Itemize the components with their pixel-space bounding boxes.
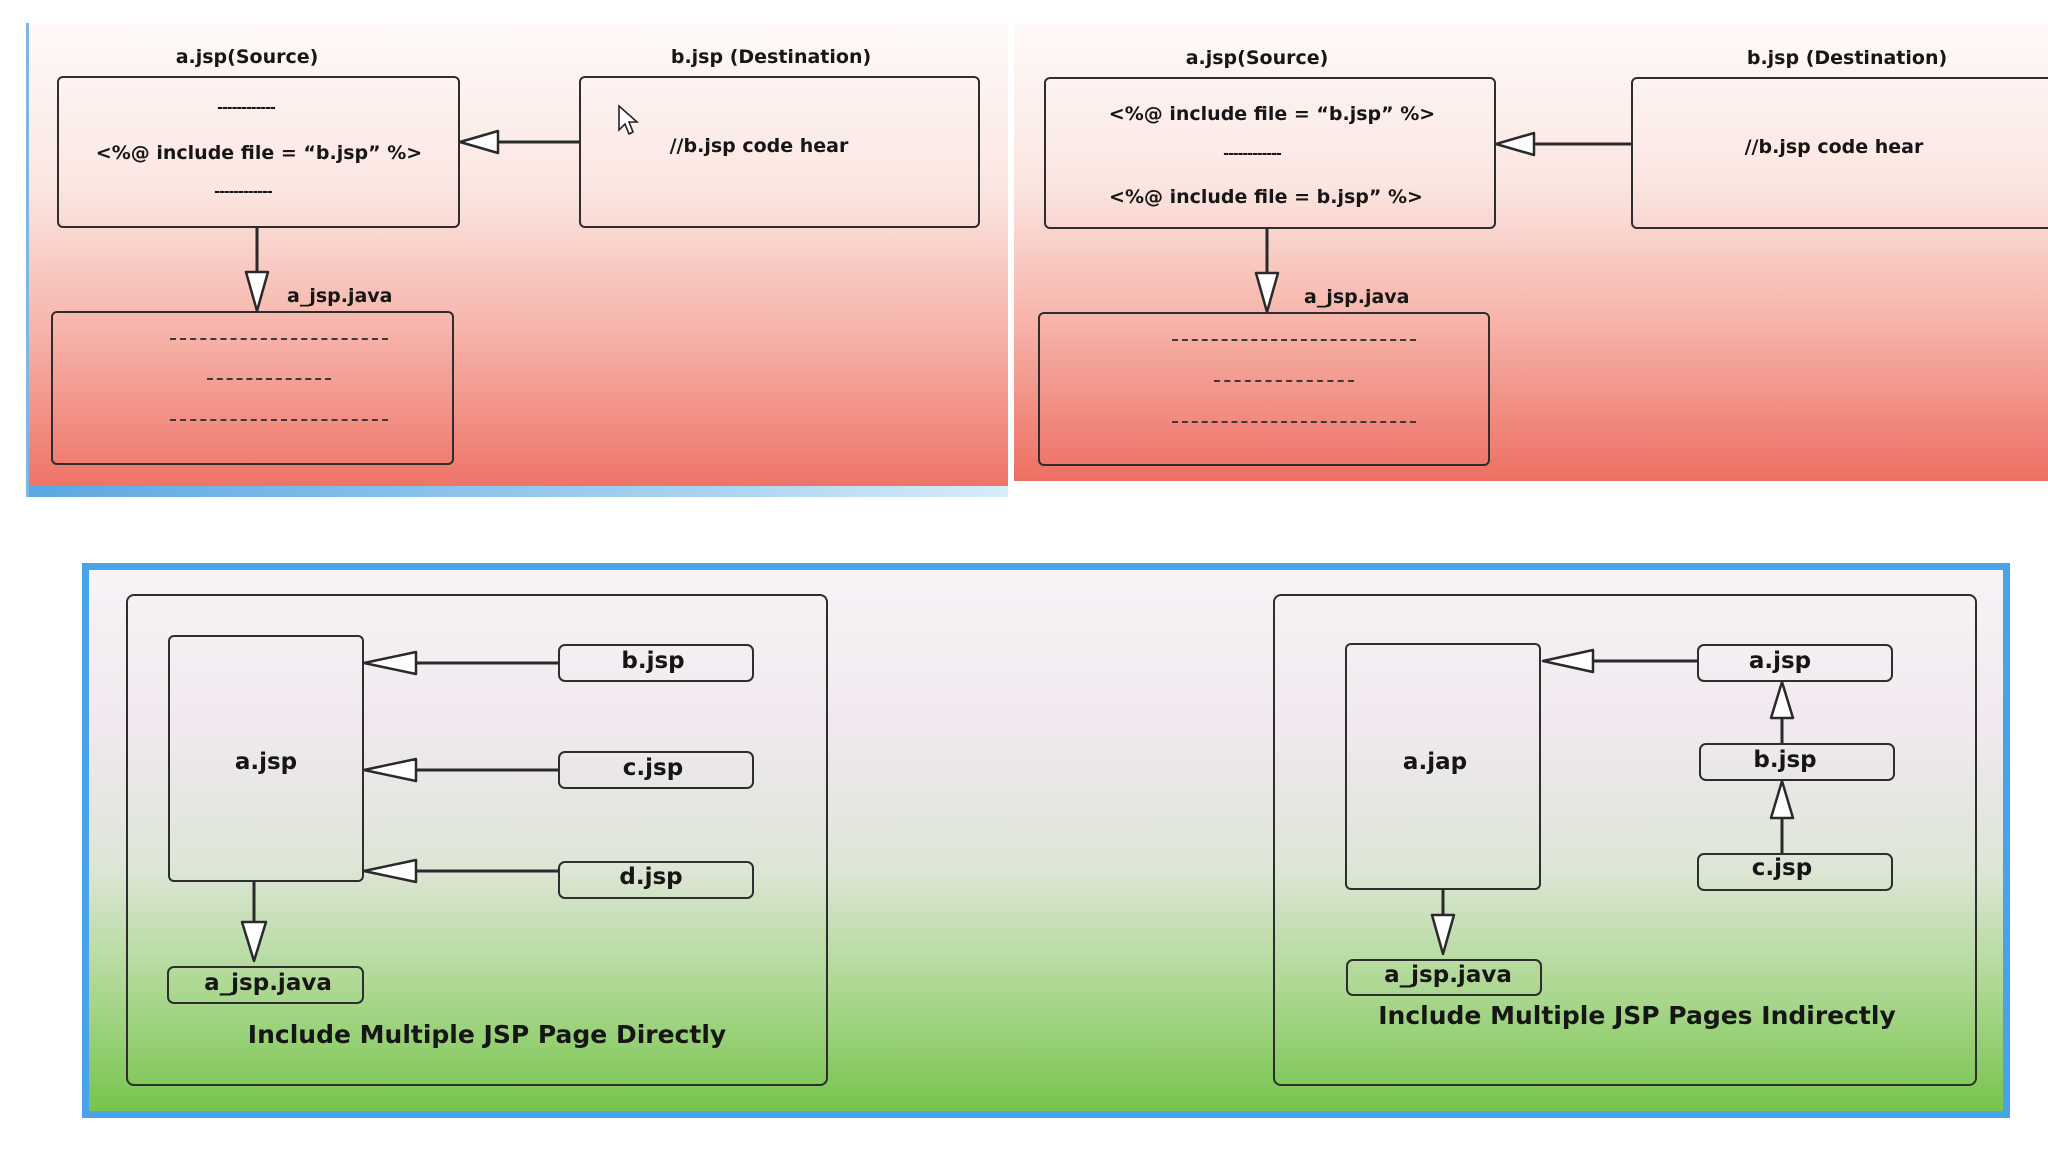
- indirect-include-frame: [1273, 594, 1977, 1086]
- included-page-d-label: d.jsp: [619, 864, 683, 890]
- java-file-label: a_jsp.java: [1384, 962, 1512, 988]
- indirect-caption: Include Multiple JSP Pages Indirectly: [1378, 1001, 1896, 1030]
- java-file-label: a_jsp.java: [1304, 286, 1410, 308]
- destination-label: b.jsp (Destination): [670, 46, 872, 68]
- source-label: a.jsp(Source): [1185, 47, 1329, 69]
- included-page-b-label: b.jsp: [621, 648, 685, 674]
- chain-page-a-label: a.jsp: [1748, 648, 1812, 674]
- included-page-d: [558, 861, 754, 899]
- include-directive-1: <%@ include file = “b.jsp” %>: [1108, 103, 1436, 125]
- destination-label: b.jsp (Destination): [1746, 47, 1948, 69]
- source-dash-middle: ------------: [1223, 146, 1282, 162]
- main-jsp-label: a.jsp: [234, 749, 298, 775]
- top-right-diagram-panel: [1014, 23, 2048, 481]
- chain-page-b-label: b.jsp: [1753, 747, 1817, 773]
- java-line-3: [1172, 421, 1416, 423]
- java-line-3: [170, 419, 388, 421]
- java-line-2: [207, 378, 331, 380]
- chain-page-c-label: c.jsp: [1751, 855, 1813, 881]
- include-directive: <%@ include file = “b.jsp” %>: [95, 142, 423, 164]
- java-line-1: [170, 338, 388, 340]
- chain-page-b: [1699, 743, 1895, 781]
- destination-code: //b.jsp code hear: [669, 135, 849, 157]
- included-page-c: [558, 751, 754, 789]
- included-page-c-label: c.jsp: [622, 755, 684, 781]
- java-file-label: a_jsp.java: [287, 285, 393, 307]
- generated-java-box: [1038, 312, 1490, 466]
- java-line-1: [1172, 339, 1416, 341]
- chain-page-c: [1697, 853, 1893, 891]
- main-jsp-box: [1345, 643, 1541, 890]
- java-file-box: [167, 966, 364, 1004]
- destination-jsp-box: [1631, 77, 2048, 229]
- direct-caption: Include Multiple JSP Page Directly: [247, 1020, 727, 1049]
- generated-java-box: [51, 311, 454, 465]
- source-label: a.jsp(Source): [175, 46, 319, 68]
- chain-page-a: [1697, 644, 1893, 682]
- java-file-box: [1346, 959, 1542, 996]
- include-directive-2: <%@ include file = b.jsp” %>: [1109, 186, 1423, 208]
- java-line-2: [1214, 380, 1354, 382]
- included-page-b: [558, 644, 754, 682]
- main-jsp-label: a.jap: [1402, 749, 1468, 775]
- source-dash-top: ------------: [217, 100, 276, 116]
- java-file-label: a_jsp.java: [204, 970, 332, 996]
- direct-include-frame: [126, 594, 828, 1086]
- destination-jsp-box: [579, 76, 980, 228]
- mouse-cursor-icon: [618, 104, 639, 136]
- source-dash-bottom: ------------: [214, 184, 273, 200]
- top-left-diagram-panel: [26, 23, 1008, 497]
- destination-code: //b.jsp code hear: [1744, 136, 1924, 158]
